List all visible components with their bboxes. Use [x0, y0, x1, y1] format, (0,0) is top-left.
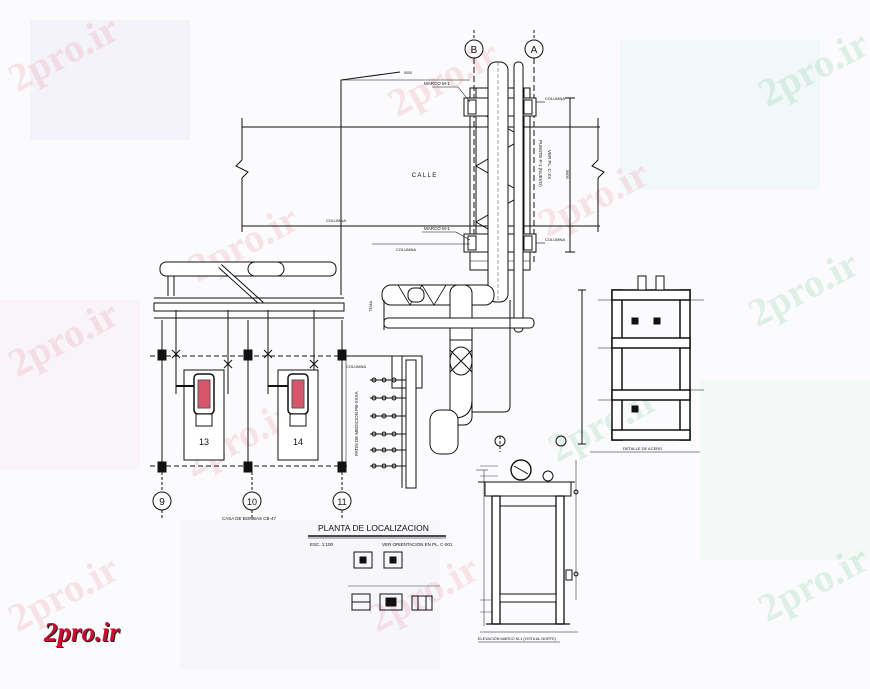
svg-text:10: 10 — [247, 497, 257, 507]
small-details — [348, 551, 440, 611]
marco-label-bottom: MARCO M-1 — [424, 226, 450, 231]
elevation-m1 — [476, 435, 579, 633]
steel-detail-caption: DETALLE DE ACERO — [623, 446, 662, 451]
grid-bubble-b: B — [464, 30, 484, 265]
site-logo: 2pro.ir — [44, 617, 120, 647]
plan-reference: VER ORIENTACION EN PL. C-001 — [382, 542, 453, 547]
columna-label: COLUMNA — [326, 218, 346, 223]
svg-text:VER PL. C-XX: VER PL. C-XX — [547, 150, 552, 179]
plan-title: PLANTA DE LOCALIZACION — [318, 523, 429, 533]
bridge-p1 — [463, 61, 537, 333]
pipe-routing — [381, 284, 535, 455]
grid-bubble-a: A — [524, 30, 544, 265]
elevation-caption: ELEVACION MARCO M-1 (VISTA AL NORTE) — [478, 637, 557, 641]
pump-house-caption: CASA DE BOMBAS CB-47 — [222, 516, 277, 521]
pump-house — [150, 261, 350, 473]
steel-detail — [578, 275, 704, 453]
svg-text:B: B — [471, 45, 478, 56]
svg-text:TEMA: TEMA — [368, 301, 373, 312]
columna-label: COLUMNA — [545, 237, 565, 242]
bridge-dimension: 5800 — [565, 97, 575, 253]
svg-text:PUENTE P-1 (NUEVO): PUENTE P-1 (NUEVO) — [538, 140, 543, 187]
grid-bubble-10: 10 — [242, 472, 262, 520]
plan-scale: ESC. 1:100 — [310, 542, 334, 547]
svg-text:5800: 5800 — [565, 170, 570, 180]
grid-bubble-9: 9 — [152, 472, 172, 520]
street-lines — [235, 118, 605, 232]
svg-text:11: 11 — [337, 497, 346, 507]
dimension-line: 5000 — [340, 71, 470, 295]
metering-skid — [345, 355, 423, 489]
street-label: C A L L E — [412, 173, 437, 179]
svg-text:5000: 5000 — [404, 71, 412, 75]
pump-14-label: 14 — [293, 437, 303, 447]
svg-text:9: 9 — [159, 497, 165, 508]
columna-label: COLUMNA — [396, 247, 416, 252]
svg-text:A: A — [531, 45, 538, 56]
columna-label: COLUMNA — [346, 364, 366, 369]
pump-13-label: 13 — [199, 437, 209, 447]
grid-bubble-11: 11 — [332, 472, 352, 520]
marco-label-top: MARCO M-1 — [424, 81, 450, 86]
columna-label: COLUMNA — [545, 96, 565, 101]
patin-label: PATIN DE MEDICION PB-XXXA — [354, 391, 359, 456]
